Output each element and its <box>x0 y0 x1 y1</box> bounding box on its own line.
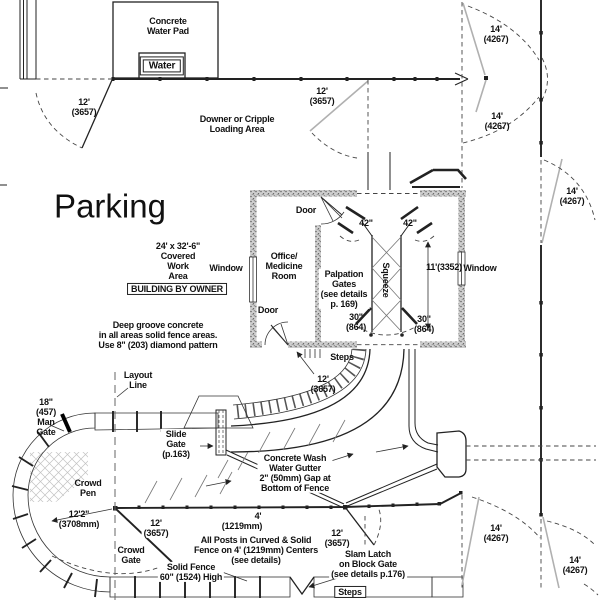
label-water: Water <box>139 56 185 76</box>
dim-42in-right: 42" <box>403 217 417 228</box>
dim-1219mm: (1219mm) <box>221 520 263 531</box>
right-fence <box>539 0 599 596</box>
slide-gate <box>200 409 227 456</box>
note-all-posts: All Posts in Curved & Solid Fence on 4' … <box>191 534 321 566</box>
leaders <box>114 351 315 600</box>
dim-14ft-top-right-1: 14' (4267) <box>483 23 509 44</box>
label-window-right: Window <box>463 262 497 273</box>
label-office-medicine-room: Office/ Medicine Room <box>265 250 303 282</box>
dim-14ft-top-right-2: 14' (4267) <box>484 110 510 131</box>
water-pad-area <box>0 0 219 186</box>
dim-14ft-bottom-1: 14' (4267) <box>483 522 509 543</box>
note-solid-fence: Solid Fence 60" (1524) High <box>157 561 225 583</box>
label-window-left: Window <box>209 262 243 273</box>
label-covered-work-area: 24' x 32'-6" Covered Work Area <box>155 240 201 282</box>
water-trough <box>138 52 186 80</box>
label-crowd-pen: Crowd Pen <box>74 477 102 498</box>
label-crowd-gate: Crowd Gate <box>117 544 145 565</box>
dim-12ft-building: 12' (3657) <box>310 373 336 394</box>
note-slide-gate: Slide Gate (p.163) <box>160 428 192 460</box>
dim-12ft-top-left: 12' (3657) <box>71 96 97 117</box>
dim-12ft-hub-gate: 12' (3657) <box>322 527 352 549</box>
dim-14ft-bottom-2: 14' (4267) <box>562 554 588 575</box>
squeeze-chute <box>337 80 435 337</box>
crowd-pen-floor <box>30 452 88 502</box>
curved-race <box>230 348 596 478</box>
dim-12ft-crowd-gate: 12' (3657) <box>141 517 171 539</box>
label-concrete-water-pad: Concrete Water Pad <box>147 15 189 36</box>
floor-marks <box>144 419 409 504</box>
label-downer-loading-area: Downer or Cripple Loading Area <box>199 113 275 134</box>
label-parking: Parking <box>54 187 166 225</box>
solid-fence-bands <box>11 395 464 598</box>
label-man-gate: 18" (457) Man Gate <box>35 396 57 438</box>
dim-14ft-right: 14' (4267) <box>559 185 585 206</box>
label-building-by-owner: BUILDING BY OWNER <box>127 282 227 296</box>
dim-4ft: 4' <box>254 510 262 521</box>
dim-12ft-top-middle: 12' (3657) <box>309 85 335 106</box>
label-squeeze: Squeeze <box>381 262 392 298</box>
note-slam-latch: Slam Latch on Block Gate (see details p.… <box>329 548 407 580</box>
note-palpation-gates: Palpation Gates (see details p. 169) <box>318 268 370 310</box>
label-steps-bottom: Steps <box>334 585 366 599</box>
dim-12ft2in-radius: 12'2" (3708mm) <box>58 508 100 529</box>
label-door-top: Door <box>295 204 317 215</box>
dim-30in-left: 30" (864) <box>345 311 367 332</box>
dim-11ft: 11'(3352) <box>426 261 462 272</box>
dim-42in-left: 42" <box>359 217 373 228</box>
dim-30in-right: 30" (864) <box>413 313 435 334</box>
label-steps-middle: Steps <box>330 351 354 362</box>
gates-top-right <box>461 2 548 188</box>
label-layout-line: Layout Line <box>123 369 153 390</box>
label-door-bottom: Door <box>257 304 279 315</box>
note-wash-gutter: Concrete Wash Water Gutter 2" (50mm) Gap… <box>257 452 333 494</box>
building <box>249 168 467 358</box>
note-deep-groove: Deep groove concrete in all areas solid … <box>98 319 218 351</box>
